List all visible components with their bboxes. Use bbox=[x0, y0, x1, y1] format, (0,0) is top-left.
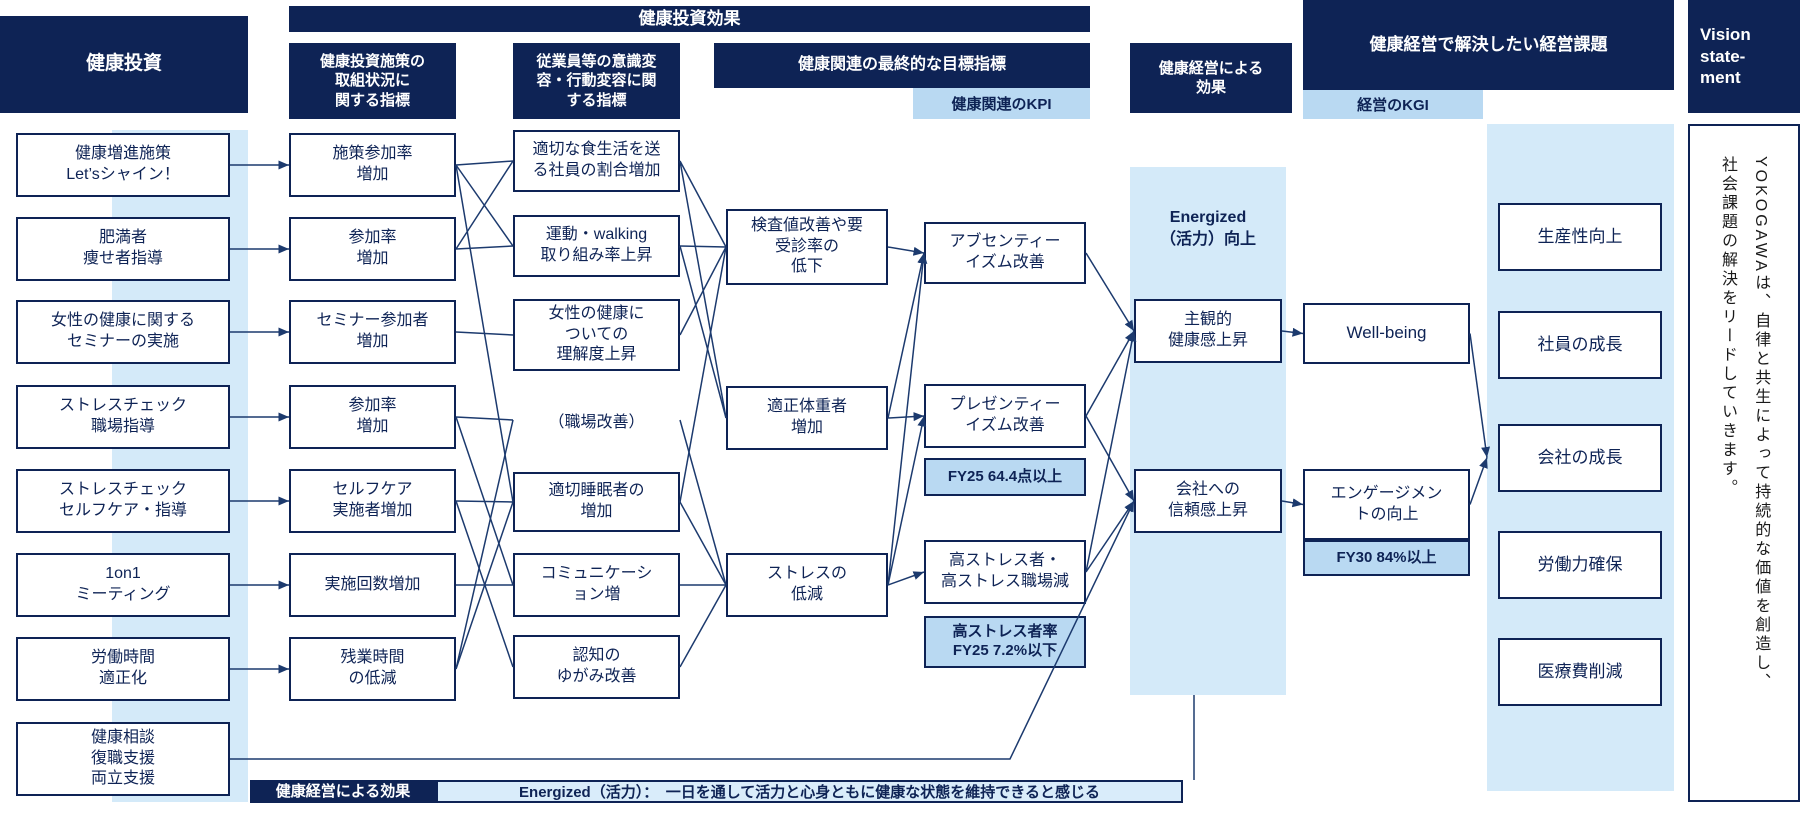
investment-box-obesity-guidance: 肥満者 痩せ者指導 bbox=[16, 217, 230, 281]
investment-box-health-promotion: 健康増進施策 Let’sシャイン！ bbox=[16, 133, 230, 197]
investment-box-working-hours: 労働時間 適正化 bbox=[16, 637, 230, 701]
uptake-box-meeting-count: 実施回数増加 bbox=[289, 553, 456, 617]
outcome-box-presenteeism: プレゼンティー イズム改善 bbox=[924, 384, 1086, 448]
banner-health-investment-effect: 健康投資効果 bbox=[289, 6, 1090, 32]
behavior-box-cognitive-distortion: 認知の ゆがみ改善 bbox=[513, 635, 680, 699]
footer-label-effects: 健康経営による効果 bbox=[250, 780, 436, 803]
box-wellbeing: Well-being bbox=[1303, 303, 1470, 364]
energized-container: Energized （活力）向上 bbox=[1130, 167, 1286, 695]
footer-energized-definition: Energized（活力）： 一日を通して活力と心身ともに健康な状態を維持できる… bbox=[436, 780, 1183, 803]
uptake-box-seminar-attendees: セミナー参加者 増加 bbox=[289, 300, 456, 364]
behavior-box-womens-health-understanding: 女性の健康に ついての 理解度上昇 bbox=[513, 299, 680, 371]
investment-box-womens-health-seminar: 女性の健康に関する セミナーの実施 bbox=[16, 300, 230, 364]
investment-box-stress-check-workplace: ストレスチェック 職場指導 bbox=[16, 385, 230, 449]
header-behavior-indicators: 従業員等の意識変 容・行動変容に関 する指標 bbox=[513, 43, 680, 119]
header-final-target-indicators: 健康関連の最終的な目標指標 bbox=[714, 43, 1090, 88]
behavior-box-healthy-diet: 適切な食生活を送 る社員の割合増加 bbox=[513, 130, 680, 192]
badge-high-stress-target: 高ストレス者率 FY25 7.2%以下 bbox=[924, 616, 1086, 668]
outcome-box-high-stress: 高ストレス者・ 高ストレス職場減 bbox=[924, 540, 1086, 604]
target-box-healthy-weight: 適正体重者 増加 bbox=[726, 386, 888, 450]
issue-box-employee-growth: 社員の成長 bbox=[1498, 311, 1662, 379]
uptake-box-participation-rate-2: 参加率 増加 bbox=[289, 217, 456, 281]
behavior-box-exercise-walking: 運動・walking 取り組み率上昇 bbox=[513, 215, 680, 277]
issue-box-workforce: 労働力確保 bbox=[1498, 531, 1662, 599]
behavior-text-workplace-improvement: （職場改善） bbox=[548, 414, 645, 431]
vision-statement-body: YOKOGAWAは、自律と共生によって持続的な価値を創造し、 社会課題の解決をリ… bbox=[1688, 124, 1800, 802]
issue-box-productivity: 生産性向上 bbox=[1498, 203, 1662, 271]
badge-engagement-target: FY30 84%以上 bbox=[1303, 540, 1470, 576]
header-health-investment: 健康投資 bbox=[0, 16, 248, 113]
uptake-box-selfcare-practitioners: セルフケア 実施者増加 bbox=[289, 469, 456, 533]
investment-box-1on1-meeting: 1on1 ミーティング bbox=[16, 553, 230, 617]
chip-health-kpi: 健康関連のKPI bbox=[913, 88, 1090, 119]
header-vision-statement: Vision state- ment bbox=[1688, 0, 1800, 113]
header-effects-of-health-management: 健康経営による 効果 bbox=[1130, 43, 1292, 113]
outcome-box-absenteeism: アブセンティー イズム改善 bbox=[924, 222, 1086, 284]
investment-box-health-consultation: 健康相談 復職支援 両立支援 bbox=[16, 722, 230, 796]
investment-box-stress-check-selfcare: ストレスチェック セルフケア・指導 bbox=[16, 469, 230, 533]
uptake-box-participation-rate: 施策参加率 増加 bbox=[289, 133, 456, 197]
vision-text-line1: YOKOGAWAは、自律と共生によって持続的な価値を創造し、 bbox=[1752, 156, 1770, 692]
badge-presenteeism-target: FY25 64.4点以上 bbox=[924, 458, 1086, 496]
header-management-issues: 健康経営で解決したい経営課題 bbox=[1303, 0, 1674, 90]
uptake-box-participation-rate-3: 参加率 増加 bbox=[289, 385, 456, 449]
chip-management-kgi: 経営のKGI bbox=[1303, 90, 1483, 119]
effect-box-subjective-health: 主観的 健康感上昇 bbox=[1134, 299, 1282, 363]
behavior-box-good-sleepers: 適切睡眠者の 増加 bbox=[513, 472, 680, 532]
effect-box-company-trust: 会社への 信頼感上昇 bbox=[1134, 469, 1282, 533]
uptake-box-overtime-reduction: 残業時間 の低減 bbox=[289, 637, 456, 701]
energized-label: Energized （活力）向上 bbox=[1159, 209, 1256, 249]
header-uptake-indicators: 健康投資施策の 取組状況に 関する指標 bbox=[289, 43, 456, 119]
target-box-stress-reduction: ストレスの 低減 bbox=[726, 553, 888, 617]
box-engagement: エンゲージメン トの向上 bbox=[1303, 469, 1470, 540]
target-box-test-values: 検査値改善や要 受診率の 低下 bbox=[726, 209, 888, 285]
behavior-box-communication: コミュニケーシ ョン増 bbox=[513, 553, 680, 617]
vision-text-line2: 社会課題の解決をリードしていきます。 bbox=[1719, 156, 1736, 498]
issue-box-company-growth: 会社の成長 bbox=[1498, 424, 1662, 492]
issue-box-medical-cost: 医療費削減 bbox=[1498, 638, 1662, 706]
